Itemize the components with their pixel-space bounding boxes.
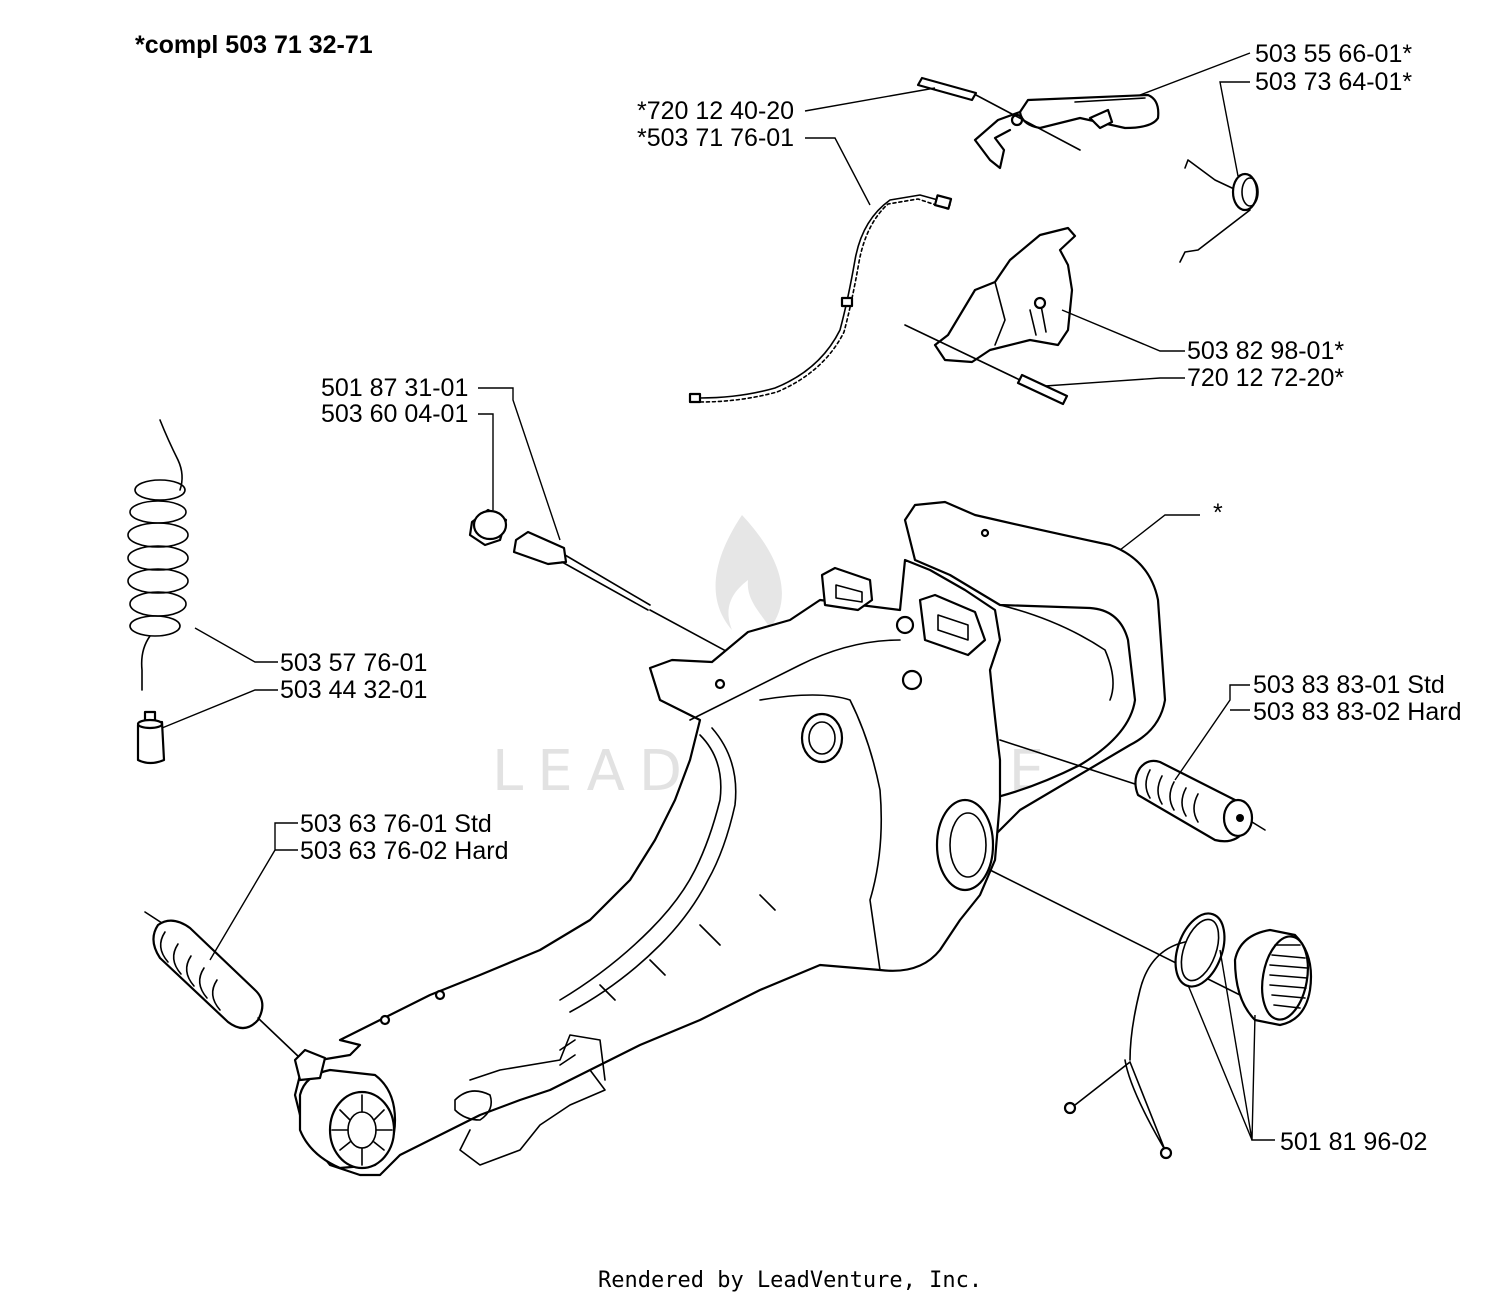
label-pin-upper: *720 12 40-20 [637, 97, 794, 125]
part-labels: 503 55 66-01* 503 73 64-01* *720 12 40-2… [280, 40, 1461, 1156]
label-fuel-hose: 503 57 76-01 [280, 649, 427, 677]
trigger-lockout-part[interactable] [904, 226, 1077, 381]
rear-av-element-part[interactable] [999, 739, 1266, 843]
oil-filter-part[interactable] [468, 508, 508, 547]
render-credit: Rendered by LeadVenture, Inc. [598, 1268, 982, 1293]
leader-lines [161, 52, 1275, 1141]
fuel-filter-part[interactable] [136, 710, 166, 765]
label-throttle-trigger: 503 55 66-01* [1255, 40, 1412, 68]
fuel-cap-part[interactable] [989, 869, 1314, 1160]
watermark-flame-icon [715, 515, 782, 630]
label-handle-housing: * [1213, 499, 1223, 527]
throttle-cable-part[interactable] [688, 194, 953, 404]
throttle-trigger-part[interactable] [973, 93, 1160, 170]
diagram-title: *compl 503 71 32-71 [135, 31, 373, 59]
handle-housing-part[interactable] [293, 500, 1167, 1177]
label-pin-lower: 720 12 72-20* [1187, 364, 1344, 392]
label-oil-pickup-tube: 503 60 04-01 [321, 400, 468, 428]
label-fuel-filter: 503 44 32-01 [280, 676, 427, 704]
label-throttle-cable: *503 71 76-01 [637, 124, 794, 152]
fuel-hose-part[interactable] [127, 419, 189, 691]
label-oil-filter: 501 87 31-01 [321, 374, 468, 402]
label-trigger-spring: 503 73 64-01* [1255, 68, 1412, 96]
trigger-spring-part[interactable] [1179, 159, 1259, 263]
label-rear-av-element-std: 503 83 83-01 Std [1253, 671, 1445, 699]
label-front-av-element-std: 503 63 76-01 Std [300, 810, 492, 838]
label-rear-av-element-hard: 503 83 83-02 Hard [1253, 698, 1461, 726]
label-trigger-lockout: 503 82 98-01* [1187, 337, 1344, 365]
label-front-av-element-hard: 503 63 76-02 Hard [300, 837, 508, 865]
front-av-element-part[interactable] [144, 911, 327, 1082]
pin-upper-part[interactable] [916, 76, 1081, 151]
pin-lower-part[interactable] [1016, 373, 1069, 406]
label-fuel-cap: 501 81 96-02 [1280, 1128, 1427, 1156]
